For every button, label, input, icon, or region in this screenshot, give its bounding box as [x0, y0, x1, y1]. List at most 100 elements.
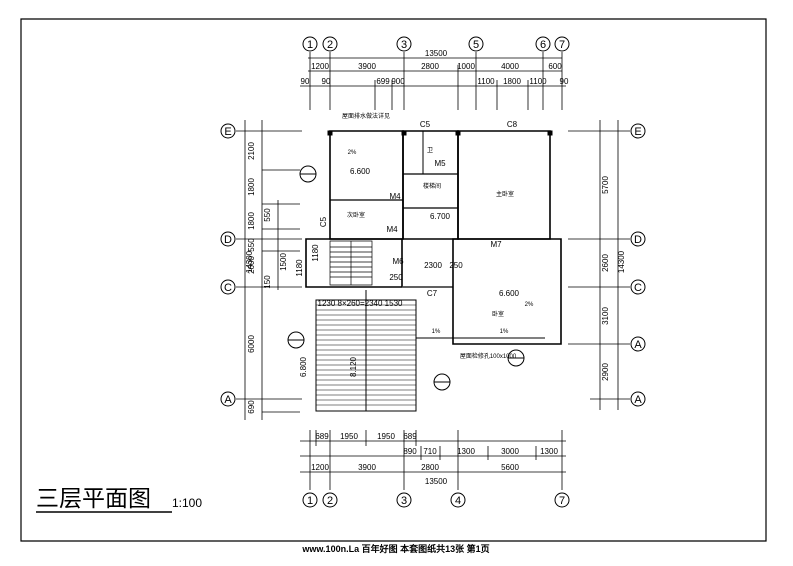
bottom-dim-2: 3900	[358, 463, 376, 472]
axis-label-bottom-1: 1	[307, 495, 313, 507]
terrace-dim: 8.120	[349, 356, 358, 377]
inner-dim-2300: 2300	[424, 261, 442, 270]
stairwell-label: 楼梯间	[423, 182, 441, 190]
left-small-dim-2: 150	[263, 275, 272, 289]
axis-label-right-D: D	[634, 234, 642, 246]
top-dim-4: 1000	[457, 62, 475, 71]
left-small-dim-4: 1180	[295, 259, 304, 277]
bottom-small-dim-2: 1950	[340, 432, 358, 441]
axis-label-right-C: C	[634, 282, 642, 294]
top-dim-3: 2800	[421, 62, 439, 71]
axis-label-left-D: D	[224, 234, 232, 246]
inner-dim-250-left: 250	[389, 273, 403, 282]
bottom-small-dim-3: 1950	[377, 432, 395, 441]
slope-label-1: 2%	[348, 150, 357, 156]
top-dimensions	[300, 52, 566, 110]
axis-label-top-2: 2	[327, 39, 333, 51]
axis-label-top-6: 6	[540, 39, 546, 51]
slope-label-3: 1%	[432, 329, 441, 335]
door-m6: M6	[392, 257, 404, 266]
left-dim-1: 2100	[247, 142, 256, 160]
top-dim-5: 4000	[501, 62, 519, 71]
bottom-small-dim-9: 1300	[540, 447, 558, 456]
top-small-dim-4: 900	[391, 77, 405, 86]
terrace-hatch	[316, 290, 545, 411]
bottom-dim-4: 5600	[501, 463, 519, 472]
top-dim-2: 3900	[358, 62, 376, 71]
axis-label-top-3: 3	[401, 39, 407, 51]
window-c8: C8	[507, 120, 518, 129]
door-m7: M7	[490, 240, 502, 249]
top-small-dim-2: 90	[322, 77, 331, 86]
axis-label-right-A2: A	[634, 394, 642, 406]
left-dim-4: 550	[247, 238, 256, 252]
stair-dim-row: 1230 8×260=2340 1530	[318, 299, 404, 308]
top-small-dim-5: 1100	[477, 77, 495, 86]
axis-label-left-E: E	[224, 126, 231, 138]
right-dimensions	[568, 120, 630, 410]
axis-label-bottom-2: 2	[327, 495, 333, 507]
top-total-dim: 13500	[425, 49, 448, 58]
bottom-small-dim-5: 890	[403, 447, 417, 456]
left-dimensions	[236, 120, 302, 420]
level-label-1: 6.600	[350, 167, 371, 176]
drawing-title: 三层平面图	[36, 485, 151, 511]
roof-drainage-note: 屋面排水做法详见	[342, 112, 390, 120]
top-small-dim-8: 90	[560, 77, 569, 86]
slope-label-2: 2%	[525, 302, 534, 308]
bathroom-label: 卫	[427, 147, 433, 154]
door-m5: M5	[434, 159, 446, 168]
left-dim-2: 1800	[247, 178, 256, 196]
left-total-dim: 14300	[245, 250, 254, 273]
left-dim-6: 6000	[247, 335, 256, 353]
axis-label-top-7: 7	[559, 39, 565, 51]
axis-label-left-A: A	[224, 394, 232, 406]
right-dim-2: 2600	[601, 254, 610, 272]
door-m4-upper: M4	[389, 192, 401, 201]
top-small-dim-6: 1800	[503, 77, 521, 86]
axis-label-top-1: 1	[307, 39, 313, 51]
bottom-small-dim-4: 689	[403, 432, 417, 441]
page-footer: www.100n.La 百年好图 本套图纸共13张 第1页	[301, 543, 489, 554]
stair-height-dim: 6.800	[299, 356, 308, 377]
bottom-small-dim-6: 710	[423, 447, 437, 456]
top-axis-markers: 1 2 3 5 6 7	[303, 37, 569, 51]
staircase	[330, 241, 372, 285]
left-small-dim-5: 1180	[311, 244, 320, 262]
left-dim-5: 2600	[247, 256, 256, 274]
top-dim-6: 600	[548, 62, 562, 71]
left-small-dim-3: 1500	[279, 253, 288, 271]
drawing-scale: 1:100	[172, 496, 202, 510]
master-bedroom-label: 主卧室	[496, 190, 514, 198]
bottom-small-dim-8: 3000	[501, 447, 519, 456]
bottom-total-dim: 13500	[425, 477, 448, 486]
bottom-dimensions	[300, 430, 566, 490]
axis-label-bottom-4: 4	[455, 495, 461, 507]
right-dim-3: 3100	[601, 307, 610, 325]
level-label-3: 6.600	[499, 289, 520, 298]
axis-label-right-A: A	[634, 339, 642, 351]
axis-label-right-E: E	[634, 126, 641, 138]
building-walls	[306, 131, 561, 344]
axis-label-top-5: 5	[473, 39, 479, 51]
bottom-small-dim-7: 1300	[457, 447, 475, 456]
section-marks	[288, 166, 524, 390]
inner-dim-250-right: 250	[449, 261, 463, 270]
window-c7: C7	[427, 289, 438, 298]
right-dim-4: 2900	[601, 363, 610, 381]
right-total-dim: 14300	[617, 250, 626, 273]
bottom-dim-3: 2800	[421, 463, 439, 472]
top-dim-1: 1200	[311, 62, 329, 71]
bottom-small-dim-1: 689	[315, 432, 329, 441]
axis-label-bottom-7: 7	[559, 495, 565, 507]
right-axis-markers: E D C A A	[631, 124, 645, 406]
window-c5-top: C5	[420, 120, 431, 129]
right-dim-1: 5700	[601, 176, 610, 194]
bottom-dim-1: 1200	[311, 463, 329, 472]
left-axis-markers: E D C A	[221, 124, 235, 406]
bottom-axis-markers: 1 2 3 4 7	[303, 493, 569, 507]
axis-label-left-C: C	[224, 282, 232, 294]
door-m4-lower: M4	[386, 225, 398, 234]
left-small-dim-1: 550	[263, 208, 272, 222]
